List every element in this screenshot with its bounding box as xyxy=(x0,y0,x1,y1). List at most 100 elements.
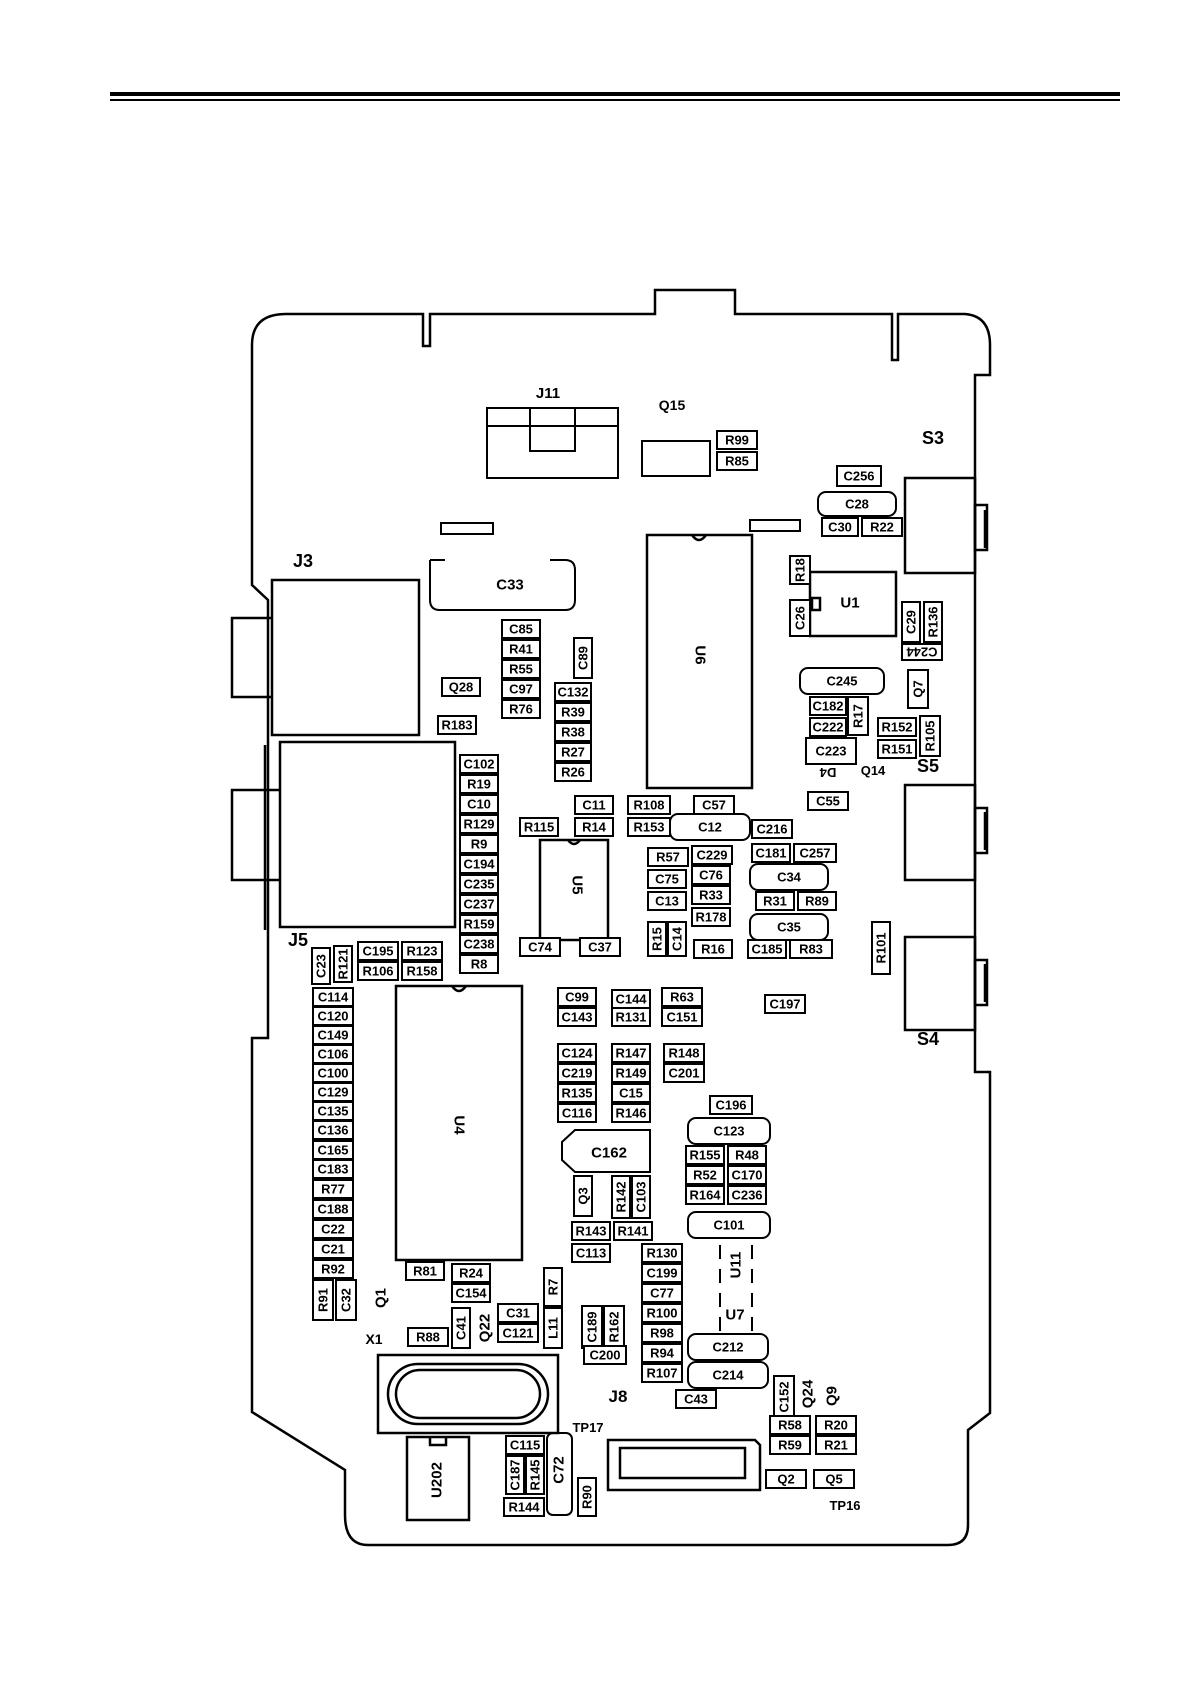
component-label-c194: C194 xyxy=(463,857,495,872)
component-r123: R123 xyxy=(401,941,443,961)
component-c162: C162 xyxy=(591,1145,627,1162)
component-c214: C214 xyxy=(687,1361,769,1389)
component-c100: C100 xyxy=(312,1063,354,1083)
ref-label-s5: S5 xyxy=(917,756,939,776)
component-label-c116: C116 xyxy=(562,1106,592,1121)
component-label-r16: R16 xyxy=(701,942,725,957)
component-r158: R158 xyxy=(401,961,443,981)
component-c195: C195 xyxy=(357,941,399,961)
component-label-r21: R21 xyxy=(824,1438,848,1453)
component-r24: R24 xyxy=(451,1263,491,1283)
component-label-r20: R20 xyxy=(824,1418,848,1433)
component-r151: R151 xyxy=(877,739,917,759)
component-c114: C114 xyxy=(312,987,354,1007)
component-r76: R76 xyxy=(501,699,541,719)
component-label-c229: C229 xyxy=(696,848,727,863)
component-r81: R81 xyxy=(405,1261,445,1281)
j3-connector xyxy=(230,578,421,737)
component-label-c154: C154 xyxy=(455,1286,487,1301)
component-label-u6: U6 xyxy=(692,645,709,664)
component-r20: R20 xyxy=(815,1415,857,1435)
component-label-c11: C11 xyxy=(582,798,605,813)
component-u5: U5 xyxy=(569,875,586,894)
component-label-r149: R149 xyxy=(615,1066,646,1081)
component-c116: C116 xyxy=(557,1103,597,1123)
q15-body xyxy=(641,440,711,477)
component-label-u1: U1 xyxy=(840,595,859,612)
ref-label-x1: X1 xyxy=(365,1331,382,1347)
component-label-c236: C236 xyxy=(731,1188,762,1203)
component-label-q3: Q3 xyxy=(576,1187,591,1204)
component-c30: C30 xyxy=(821,517,859,537)
component-c212: C212 xyxy=(687,1333,769,1361)
component-r85: R85 xyxy=(716,451,758,471)
component-c28: C28 xyxy=(817,491,897,517)
header-rule-thin xyxy=(110,99,1120,101)
component-label-r77: R77 xyxy=(321,1182,345,1197)
component-label-r101: R101 xyxy=(874,932,889,963)
u11-u7-area xyxy=(719,1245,753,1335)
component-c219: C219 xyxy=(557,1063,597,1083)
component-c72: C72 xyxy=(551,1456,568,1484)
component-label-c21: C21 xyxy=(321,1242,345,1257)
component-label-r107: R107 xyxy=(646,1366,677,1381)
component-r38: R38 xyxy=(554,722,592,742)
component-label-c113: C113 xyxy=(576,1246,606,1261)
component-r21: R21 xyxy=(815,1435,857,1455)
component-r155: R155 xyxy=(685,1145,725,1165)
component-r33: R33 xyxy=(691,885,731,905)
component-label-r89: R89 xyxy=(805,894,829,909)
component-c74: C74 xyxy=(519,937,561,957)
component-c97: C97 xyxy=(501,679,541,699)
component-c235: C235 xyxy=(459,874,499,894)
component-c43: C43 xyxy=(675,1389,717,1409)
component-r153: R153 xyxy=(627,817,671,837)
component-c170: C170 xyxy=(727,1165,767,1185)
component-label-r158: R158 xyxy=(406,964,437,979)
component-r142: R142 xyxy=(611,1175,631,1219)
component-label-c257: C257 xyxy=(799,846,830,861)
component-label-r48: R48 xyxy=(735,1148,759,1163)
component-label-c152: C152 xyxy=(777,1381,792,1412)
component-c256: C256 xyxy=(836,465,882,487)
component-label-r14: R14 xyxy=(582,820,607,835)
component-c37: C37 xyxy=(579,937,621,957)
component-label-r24: R24 xyxy=(459,1266,484,1281)
component-label-c182: C182 xyxy=(812,699,843,714)
component-label-c32: C32 xyxy=(339,1288,354,1312)
component-r105: R105 xyxy=(919,715,941,757)
component-r101: R101 xyxy=(871,921,891,975)
component-label-r63: R63 xyxy=(670,990,694,1005)
component-label-r105: R105 xyxy=(923,720,938,751)
component-r89: R89 xyxy=(797,891,837,911)
component-r159: R159 xyxy=(459,914,499,934)
ref-label-tp17: TP17 xyxy=(572,1420,603,1435)
component-label-r55: R55 xyxy=(509,662,533,677)
component-label-r7: R7 xyxy=(546,1279,561,1296)
component-c189: C189 xyxy=(581,1305,603,1349)
component-c115: C115 xyxy=(505,1435,545,1455)
component-label-r130: R130 xyxy=(646,1246,677,1261)
component-c216: C216 xyxy=(751,819,793,839)
component-c149: C149 xyxy=(312,1025,354,1045)
component-label-r26: R26 xyxy=(561,765,585,780)
component-u11: U11 xyxy=(728,1252,745,1279)
component-label-r76: R76 xyxy=(509,702,533,717)
component-c136: C136 xyxy=(312,1120,354,1140)
component-c144: C144 xyxy=(611,989,651,1009)
component-label-r90: R90 xyxy=(580,1485,595,1509)
component-c22: C22 xyxy=(312,1219,354,1239)
component-label-c135: C135 xyxy=(317,1104,348,1119)
component-c201: C201 xyxy=(663,1063,705,1083)
component-label-r159: R159 xyxy=(463,917,494,932)
component-r107: R107 xyxy=(641,1363,683,1383)
component-r99: R99 xyxy=(716,430,758,450)
component-c121: C121 xyxy=(497,1323,539,1343)
component-label-r144: R144 xyxy=(508,1500,540,1515)
component-label-c222: C222 xyxy=(812,720,843,735)
component-label-c201: C201 xyxy=(668,1066,699,1081)
component-label-c165: C165 xyxy=(317,1143,348,1158)
component-c75: C75 xyxy=(647,869,687,889)
component-label-c57: C57 xyxy=(702,798,726,813)
